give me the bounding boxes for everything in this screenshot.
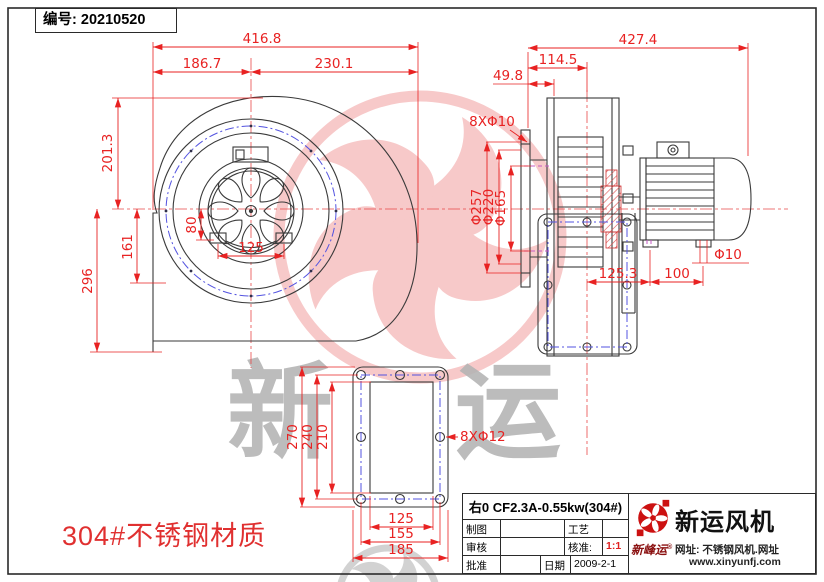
dim-label: Φ220 [481, 189, 497, 225]
dim-label: 210 [315, 424, 331, 450]
hub-section [600, 185, 622, 233]
drawing-title: 右0 CF2.3A-0.55kw(304#) [468, 500, 623, 515]
flange-view [352, 366, 449, 508]
dim-label: 240 [300, 424, 316, 450]
dim-label: 125.3 [599, 266, 638, 282]
website-line-2: www.xinyunfj.com [689, 556, 781, 568]
serial-label: 编号: [43, 12, 77, 28]
brand-logo-icon [636, 499, 670, 537]
cell-process-label: 工艺 [565, 520, 603, 537]
cell-scale-label: 核准: [565, 538, 603, 555]
dim-label: 416.8 [243, 31, 282, 47]
dim-label: 201.3 [100, 134, 116, 173]
dim-label: 114.5 [539, 52, 578, 68]
title-block-table: 右0 CF2.3A-0.55kw(304#) 制图 工艺 审核 核准: 1:1 … [463, 494, 629, 573]
brand-area: 新运风机 新峰运® 网址: 不锈钢风机.网址 www.xinyunfj.com [629, 494, 815, 573]
website-line-1: 网址: 不锈钢风机.网址 [675, 544, 779, 556]
cell-checked-label: 审核 [463, 538, 501, 555]
dim-label: Φ165 [493, 190, 509, 226]
dim-label: 8XΦ10 [469, 114, 515, 130]
motor-body [645, 157, 715, 241]
dim-label: 80 [184, 216, 200, 233]
dim-label: Φ10 [714, 247, 742, 263]
cell-process-value [603, 520, 628, 537]
cell-drawn-label: 制图 [463, 520, 501, 537]
flange-dimensions: 270 240 210 8XΦ12 125 155 185 [285, 366, 506, 562]
cell-checked-value [501, 538, 565, 555]
dim-label: 186.7 [183, 56, 222, 72]
dim-label: 161 [120, 234, 136, 260]
dim-label: Φ257 [469, 189, 485, 225]
front-dimensions: 416.8 186.7 230.1 201.3 296 161 80 125 [80, 31, 419, 353]
cell-date-label: 日期 [541, 556, 571, 573]
dim-label: 296 [80, 268, 96, 294]
motor-endplate [639, 157, 647, 241]
side-dimensions: 427.4 114.5 49.8 8XΦ10 Φ257 Φ220 Φ165 Φ1… [469, 32, 749, 286]
title-row-2: 审核 核准: 1:1 [463, 537, 628, 555]
dim-label: 49.8 [493, 68, 523, 84]
registered-mark: ® [667, 544, 673, 551]
serial-value: 20210520 [80, 12, 146, 28]
flange-bolt-rect [360, 374, 441, 500]
cell-approved-value [501, 556, 541, 573]
dim-label: 270 [285, 424, 301, 450]
dim-label: 185 [388, 542, 414, 558]
sheet-border [7, 7, 817, 575]
serial-number-box: 编号: 20210520 [35, 8, 177, 33]
dim-label: 125 [238, 240, 264, 256]
dim-label: 155 [388, 526, 414, 542]
brand-name: 新运风机 [675, 509, 775, 536]
cell-date-value: 2009-2-1 [574, 558, 617, 570]
terminal-box [656, 141, 690, 159]
dim-label: 427.4 [619, 32, 658, 48]
front-view [152, 95, 418, 352]
magenta-marks [524, 165, 652, 252]
cell-approved-label: 批准 [463, 556, 501, 573]
dim-label: 8XΦ12 [460, 429, 506, 445]
material-note: 304#不锈钢材质 [62, 521, 267, 551]
title-row-1: 制图 工艺 [463, 519, 628, 537]
front-bolt-dots [164, 124, 338, 298]
cell-scale-value: 1:1 [606, 540, 622, 552]
brand-subname: 新峰运® [631, 543, 673, 557]
cell-drawn-value [501, 520, 565, 537]
dim-label: 230.1 [315, 56, 354, 72]
watermark-fan-logo [273, 90, 567, 384]
motor-cap [714, 157, 752, 241]
title-row-3: 批准 日期 2009-2-1 [463, 555, 628, 573]
title-block: 右0 CF2.3A-0.55kw(304#) 制图 工艺 审核 核准: 1:1 … [462, 493, 816, 574]
dim-label: 100 [664, 266, 690, 282]
dim-label: 125 [388, 511, 414, 527]
watermark-char-2: 运 [455, 349, 561, 474]
